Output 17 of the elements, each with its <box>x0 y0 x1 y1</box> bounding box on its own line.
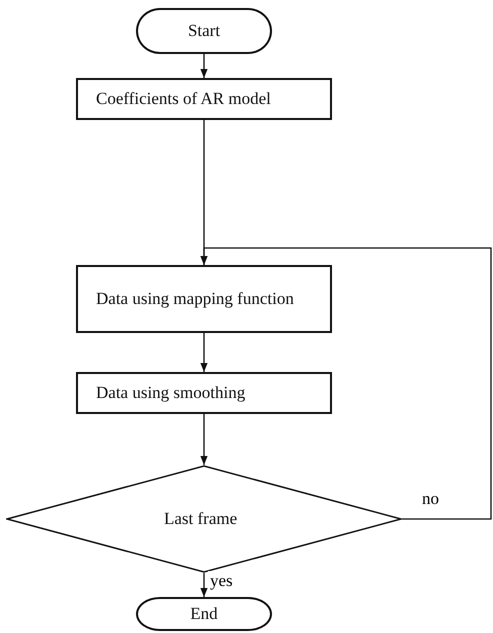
terminal-shape <box>136 8 272 54</box>
terminal-shape <box>136 597 272 631</box>
node-text: Coefficients of AR model <box>96 89 271 108</box>
node-text: Data using smoothing <box>96 383 246 402</box>
node-text: Data using mapping function <box>96 289 294 308</box>
process-box <box>76 372 332 414</box>
node-text: Last frame <box>164 508 238 530</box>
arrow <box>200 414 208 465</box>
edge-label: yes <box>208 571 235 591</box>
process-box <box>76 265 332 333</box>
arrow <box>200 54 208 78</box>
arrow <box>200 333 208 372</box>
arrow <box>200 573 208 597</box>
node-text: End <box>190 604 218 624</box>
process-box <box>76 78 332 120</box>
arrow <box>200 247 492 520</box>
node-text: Start <box>188 21 220 40</box>
